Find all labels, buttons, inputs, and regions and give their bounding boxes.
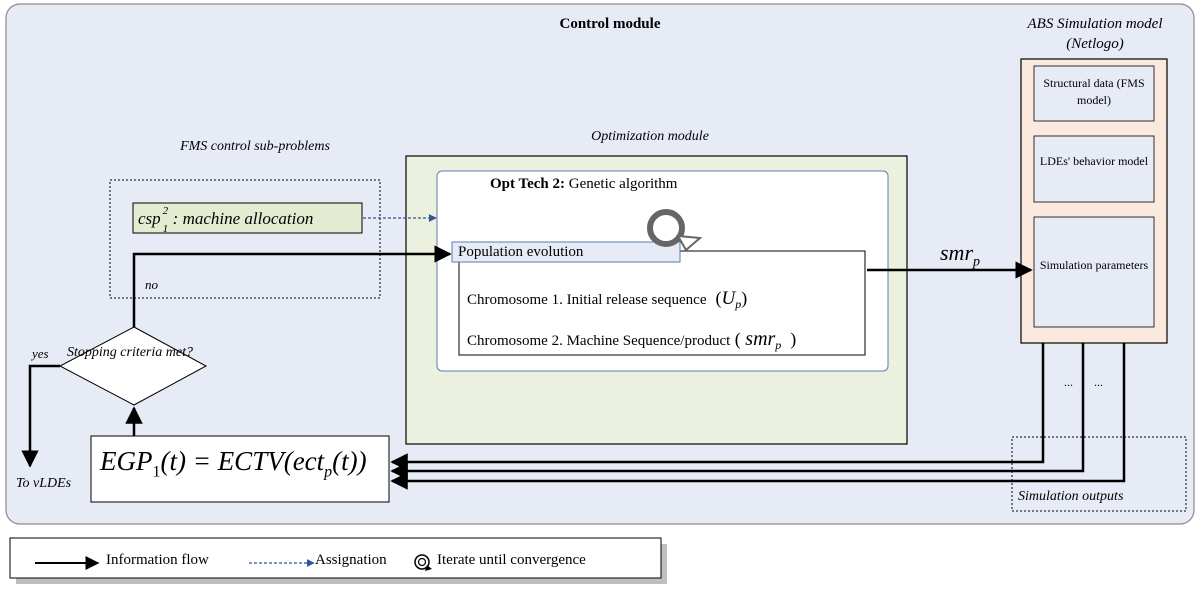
sim-output-line-2 xyxy=(390,343,1085,480)
stopping-criteria-label: Stopping criteria met? xyxy=(67,345,193,360)
egp-part3: (t)) xyxy=(332,446,367,476)
yes-flow-arrow xyxy=(21,364,60,468)
yes-label: yes xyxy=(32,346,49,361)
structural-data-label: Structural data (FMS model) xyxy=(1043,76,1145,107)
chromosome-2-label: Chromosome 2. Machine Sequence/product (… xyxy=(467,328,797,352)
egp-part2: (t) = ECTV(ect xyxy=(160,446,325,476)
structural-data-box xyxy=(1033,65,1155,122)
population-evolution-box xyxy=(451,241,681,263)
ldes-behavior-label: LDEs' behavior model xyxy=(1039,154,1149,168)
egp-sub2: p xyxy=(324,463,333,481)
iterate-icon xyxy=(647,209,703,252)
chromosome-2-sub: p xyxy=(775,338,782,352)
simulation-outputs-label: Simulation outputs xyxy=(1018,489,1124,504)
chromosome-1-sub: p xyxy=(735,297,742,311)
simulation-parameters-label: Simulation parameters xyxy=(1039,258,1149,272)
to-vldes-label: To vLDEs xyxy=(16,476,72,491)
stopping-criteria-diamond xyxy=(58,326,208,406)
csp-box xyxy=(132,202,363,234)
sim-output-line-1 xyxy=(390,343,1045,471)
egp-sub1: 1 xyxy=(152,463,161,481)
chromosome-2-text: Chromosome 2. Machine Sequence/product xyxy=(467,333,731,349)
egp-box xyxy=(90,435,390,503)
optimization-module-title: Optimization module xyxy=(591,129,709,144)
sim-output-line-3 xyxy=(390,343,1126,490)
chromosome-2-symbol: smr xyxy=(745,328,776,350)
legend-information-flow: Information flow xyxy=(106,552,209,568)
smr-label: smrp xyxy=(940,240,980,270)
legend-box xyxy=(9,537,662,579)
no-flow-arrow xyxy=(132,245,452,327)
smr-sub: p xyxy=(973,254,981,270)
chromosome-1-symbol: U xyxy=(721,288,736,309)
abs-model-title: ABS Simulation model (Netlogo) xyxy=(1027,16,1163,52)
simulation-parameters-box xyxy=(1033,216,1155,328)
egp-part1: EGP xyxy=(100,446,153,476)
fms-title: FMS control sub-problems xyxy=(180,139,330,154)
csp-symbol: csp xyxy=(138,209,161,228)
csp-text: : machine allocation xyxy=(172,209,314,228)
ellipsis-label: ... xyxy=(1094,375,1103,389)
egp-formula: EGP1(t) = ECTV(ectp(t)) xyxy=(100,446,367,481)
fms-subproblems-box xyxy=(109,179,381,299)
population-evolution-label: Population evolution xyxy=(458,244,584,260)
csp-superscript: 2 xyxy=(162,205,169,218)
chromosome-box xyxy=(458,250,866,356)
ellipsis-label: ... xyxy=(1064,375,1073,389)
control-module-title: Control module xyxy=(559,16,661,32)
legend-assignation: Assignation xyxy=(315,552,387,568)
no-label: no xyxy=(145,277,158,292)
chromosome-1-text: Chromosome 1. Initial release sequence xyxy=(467,292,707,308)
csp-subscript: 1 xyxy=(162,223,169,236)
chromosome-1-label: Chromosome 1. Initial release sequence (… xyxy=(467,288,748,311)
smr-symbol: smr xyxy=(940,240,974,265)
ldes-behavior-box xyxy=(1033,135,1155,203)
legend-iterate-icon xyxy=(414,554,432,571)
opt-tech-label: Opt Tech 2: Genetic algorithm xyxy=(490,176,677,193)
opt-tech-bold: Opt Tech 2: xyxy=(490,176,566,192)
legend-iterate: Iterate until convergence xyxy=(437,552,586,568)
opt-tech-text: Genetic algorithm xyxy=(565,176,678,192)
